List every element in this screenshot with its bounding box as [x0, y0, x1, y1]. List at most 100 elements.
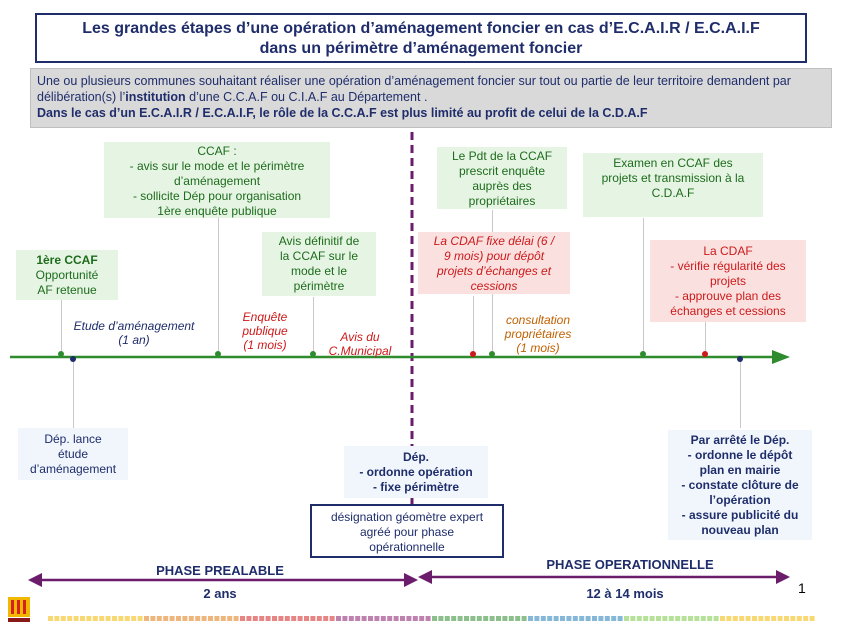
strip-segment — [553, 616, 559, 621]
strip-segment — [662, 616, 668, 621]
strip-segment — [585, 616, 591, 621]
strip-segment — [464, 616, 469, 621]
strip-segment — [131, 616, 137, 621]
connector-avis-definitif — [313, 297, 314, 356]
strip-segment — [156, 616, 162, 621]
strip-segment — [48, 616, 53, 621]
strip-segment — [214, 616, 220, 621]
strip-segment — [784, 616, 789, 621]
label-avis-cm: Avis du C.Municipal — [328, 330, 392, 358]
strip-segment — [451, 616, 457, 621]
phase-prealable-label: PHASE PREALABLE — [156, 563, 284, 578]
strip-segment — [374, 616, 380, 621]
page-title: Les grandes étapes d’une opération d’amé… — [35, 13, 807, 63]
strip-segment — [188, 616, 194, 621]
strip-segment — [348, 616, 354, 621]
strip-segment — [361, 616, 367, 621]
strip-segment — [118, 616, 124, 621]
strip-segment — [694, 616, 700, 621]
decorative-strip — [48, 616, 815, 621]
label-consultation: consultation propriétaires (1 mois) — [504, 313, 572, 355]
connector-1ere-ccaf — [61, 300, 62, 356]
strip-segment — [598, 616, 604, 621]
strip-segment — [227, 616, 233, 621]
strip-segment — [336, 616, 341, 621]
box-1ere-ccaf-body: Opportunité AF retenue — [35, 268, 99, 297]
strip-segment — [547, 616, 553, 621]
strip-segment — [496, 616, 501, 621]
box-1ere-ccaf: 1ère CCAF Opportunité AF retenue — [16, 250, 118, 300]
strip-segment — [144, 616, 149, 621]
strip-segment — [80, 616, 85, 621]
strip-segment — [201, 616, 207, 621]
box-arrete-dep: Par arrêté le Dép. - ordonne le dépôt pl… — [668, 430, 812, 540]
strip-segment — [771, 616, 777, 621]
connector-cdaf-delai — [473, 296, 474, 356]
strip-segment — [790, 616, 796, 621]
strip-segment — [643, 616, 649, 621]
strip-segment — [668, 616, 674, 621]
connector-dep-lance — [73, 360, 74, 428]
strip-segment — [124, 616, 130, 621]
title-line-2: dans un périmètre d’aménagement foncier — [259, 40, 583, 57]
connector-examen — [643, 218, 644, 356]
strip-segment — [764, 616, 770, 621]
strip-segment — [521, 616, 527, 621]
strip-segment — [86, 616, 92, 621]
department-logo-icon — [8, 597, 30, 623]
strip-segment — [438, 616, 444, 621]
strip-segment — [540, 616, 546, 621]
phase-operationnelle-arrow — [418, 570, 790, 584]
strip-segment — [732, 616, 738, 621]
intro-line-2: délibération(s) l’institution d’une C.C.… — [37, 89, 825, 105]
strip-segment — [758, 616, 764, 621]
intro-line-2-post: d’une C.C.A.F ou C.I.A.F au Département … — [185, 90, 428, 104]
strip-segment — [752, 616, 757, 621]
strip-segment — [60, 616, 66, 621]
strip-segment — [73, 616, 79, 621]
strip-segment — [297, 616, 303, 621]
strip-segment — [99, 616, 105, 621]
intro-box: Une ou plusieurs communes souhaitant réa… — [30, 68, 832, 128]
strip-segment — [406, 616, 412, 621]
milestone-dot — [640, 351, 646, 357]
strip-segment — [483, 616, 489, 621]
strip-segment — [656, 616, 661, 621]
connector-arrete-dep — [740, 360, 741, 428]
milestone-dot — [702, 351, 708, 357]
strip-segment — [688, 616, 693, 621]
strip-segment — [284, 616, 290, 621]
box-ccaf-avis: CCAF : - avis sur le mode et le périmètr… — [104, 142, 330, 218]
strip-segment — [566, 616, 572, 621]
box-1ere-ccaf-title: 1ère CCAF — [36, 253, 98, 267]
strip-segment — [515, 616, 521, 621]
strip-segment — [54, 616, 60, 621]
phase-operationnelle-label: PHASE OPERATIONNELLE — [546, 557, 714, 572]
strip-segment — [342, 616, 348, 621]
strip-segment — [316, 616, 322, 621]
milestone-dot — [58, 351, 64, 357]
strip-segment — [278, 616, 284, 621]
intro-line-2-pre: délibération(s) l’ — [37, 90, 126, 104]
strip-segment — [560, 616, 565, 621]
box-avis-definitif: Avis définitif de la CCAF sur le mode et… — [262, 232, 376, 296]
label-etude-amenagement: Etude d’aménagement (1 an) — [73, 319, 195, 347]
box-dep-lance: Dép. lance étude d’aménagement — [18, 428, 128, 480]
strip-segment — [700, 616, 706, 621]
strip-segment — [92, 616, 98, 621]
strip-segment — [617, 616, 623, 621]
strip-segment — [291, 616, 297, 621]
strip-segment — [636, 616, 642, 621]
strip-segment — [310, 616, 316, 621]
strip-segment — [444, 616, 450, 621]
strip-segment — [707, 616, 713, 621]
strip-segment — [604, 616, 610, 621]
box-examen-ccaf: Examen en CCAF des projets et transmissi… — [583, 153, 763, 217]
strip-segment — [112, 616, 117, 621]
strip-segment — [528, 616, 533, 621]
strip-segment — [208, 616, 213, 621]
strip-segment — [220, 616, 226, 621]
strip-segment — [272, 616, 277, 621]
label-enquete-publique: Enquête publique (1 mois) — [242, 310, 288, 352]
strip-segment — [739, 616, 745, 621]
